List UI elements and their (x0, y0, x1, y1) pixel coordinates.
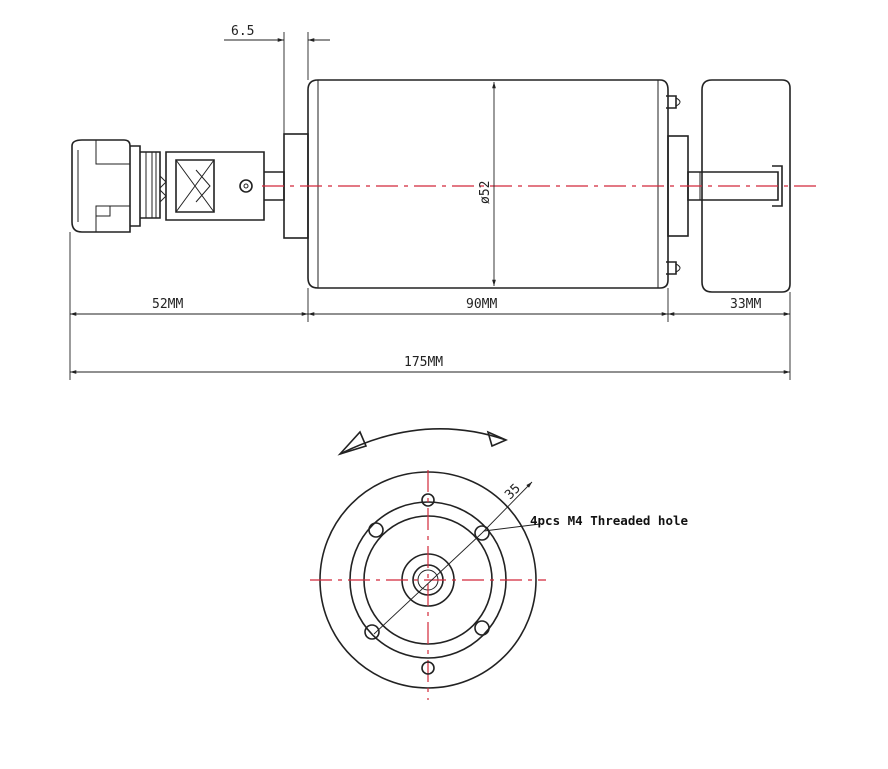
threaded-hole-1 (368, 522, 384, 538)
rear-length-label: 52MM (152, 297, 183, 312)
front-view: 35 4pcs M4 Threaded hole (310, 428, 689, 700)
dim-lengths: 52MM 90MM 33MM 175MM (69, 232, 791, 380)
bottom-hole (421, 661, 435, 675)
rear-connector (71, 139, 285, 233)
dim-bolt-circle: 35 (373, 481, 533, 635)
top-hole (421, 493, 435, 507)
threaded-hole-2 (474, 525, 490, 541)
body-diameter-label: ø52 (478, 181, 493, 204)
dim-body-diameter: ø52 (478, 82, 496, 286)
dim-flange-thickness: 6.5 (224, 24, 330, 134)
threaded-hole-note-text: 4pcs M4 Threaded hole (530, 513, 689, 528)
front-boss (666, 95, 689, 275)
overall-length-label: 175MM (404, 355, 443, 370)
rotation-arc (337, 428, 508, 456)
body-length-label: 90MM (466, 297, 497, 312)
threaded-hole-4 (474, 620, 490, 636)
front-cap (701, 79, 791, 293)
motor-body (307, 79, 669, 289)
front-length-label: 33MM (730, 297, 761, 312)
threaded-hole-note: 4pcs M4 Threaded hole (483, 513, 689, 532)
side-view: 6.5 ø52 52MM 90MM 33MM 175MM (69, 24, 816, 380)
bolt-circle-label: 35 (502, 481, 524, 503)
threaded-hole-3 (364, 624, 380, 640)
flange-thickness-label: 6.5 (231, 24, 254, 39)
